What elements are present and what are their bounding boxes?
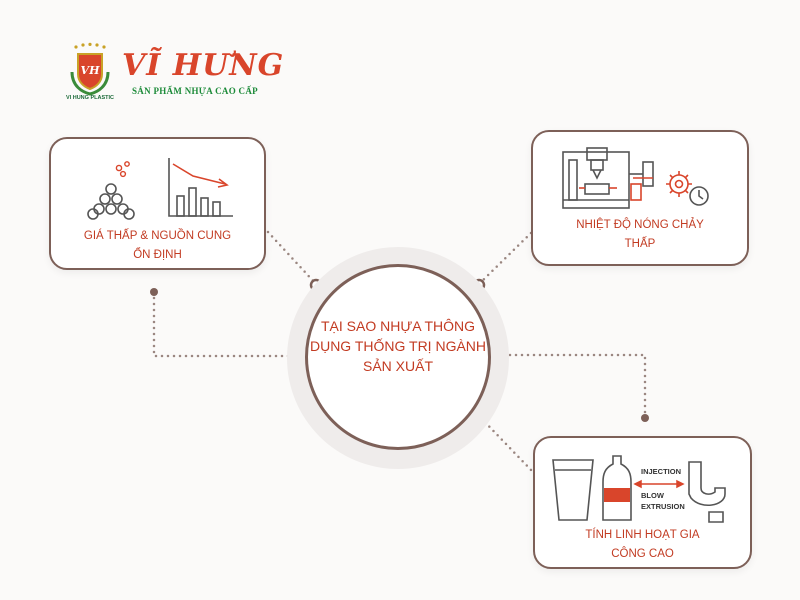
brand-emblem: VH — [70, 42, 110, 96]
svg-text:EXTRUSION: EXTRUSION — [641, 502, 685, 511]
connector-dot-right — [641, 414, 649, 422]
card-low-price-label-line1: GIÁ THẤP & NGUỒN CUNG — [83, 230, 232, 242]
connector-top-right — [477, 231, 533, 286]
connector-right — [496, 353, 647, 420]
card-low-melting: NHIỆT ĐỘ NÓNG CHẢY THẤP — [531, 130, 749, 266]
molding-machine-gear-clock-icon — [562, 147, 709, 209]
connector-dot-left — [150, 288, 158, 296]
card-processing-flexibility-label-line1: TÍNH LINH HOẠT GIA — [585, 529, 700, 541]
brand-tagline: SẢN PHẨM NHỰA CAO CẤP — [132, 86, 258, 96]
svg-text:VH: VH — [81, 64, 101, 77]
center-title: TẠI SAO NHỰA THÔNG DỤNG THỐNG TRỊ NGÀNH … — [309, 318, 487, 374]
bottle-icon — [602, 455, 632, 521]
pipe-icon — [688, 461, 726, 506]
connector-top-left — [266, 230, 318, 286]
cup-bottle-pipe-icon: INJECTION BLOW EXTRUSION — [552, 455, 726, 523]
center-circle — [305, 264, 491, 450]
connector-left — [152, 290, 302, 358]
card-low-price-label-line2: ỔN ĐỊNH — [133, 249, 182, 261]
card-low-melting-label-line1: NHIỆT ĐỘ NÓNG CHẢY — [576, 219, 704, 231]
brand-name: VĨ HƯNG — [122, 48, 285, 83]
brand-caption: VI HUNG PLASTIC — [66, 95, 114, 101]
card-low-melting-label-line2: THẤP — [624, 238, 656, 250]
svg-text:INJECTION: INJECTION — [641, 467, 681, 476]
card-processing-flexibility: INJECTION BLOW EXTRUSION TÍNH LINH HOẠT … — [533, 436, 752, 569]
card-processing-flexibility-label-line2: CÔNG CAO — [611, 548, 674, 560]
svg-text:BLOW: BLOW — [641, 491, 665, 500]
connector-bottom-right — [479, 416, 535, 474]
cup-icon — [552, 459, 594, 521]
pellets-and-declining-chart-icon — [87, 158, 233, 220]
card-low-price: GIÁ THẤP & NGUỒN CUNG ỔN ĐỊNH — [49, 137, 266, 270]
